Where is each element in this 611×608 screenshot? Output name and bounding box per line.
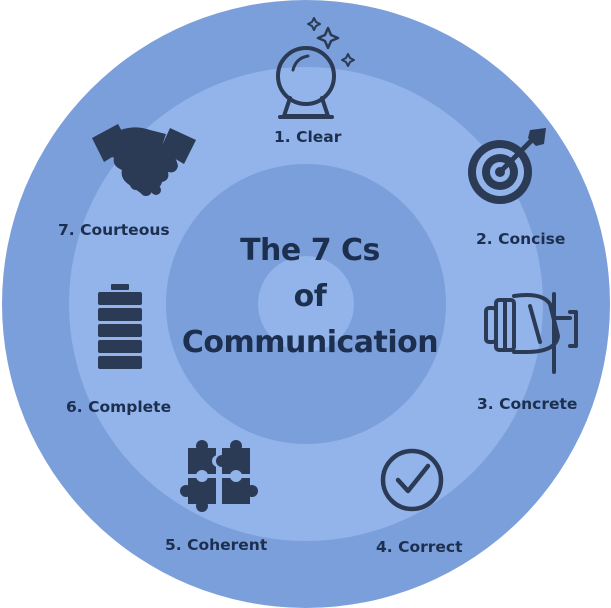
label-coherent: 5. Coherent (165, 536, 268, 554)
battery-full-icon (98, 284, 142, 369)
title-line-2: of (293, 279, 327, 314)
label-concrete: 3. Concrete (477, 395, 578, 413)
label-courteous: 7. Courteous (58, 221, 170, 239)
crystal-ball-icon (276, 17, 355, 119)
core-circle (258, 256, 354, 352)
cement-mixer-icon (484, 292, 578, 374)
label-clear: 1. Clear (274, 128, 342, 146)
label-concise: 2. Concise (476, 230, 566, 248)
check-circle-icon (380, 448, 444, 512)
title-line-3: Communication (181, 325, 439, 360)
label-complete: 6. Complete (66, 398, 172, 416)
diagram-title: The 7 Cs of Communication (180, 228, 440, 366)
target-icon (468, 128, 546, 204)
puzzle-icon (180, 440, 258, 512)
handshake-icon (92, 124, 196, 196)
label-correct: 4. Correct (376, 538, 463, 556)
title-line-1: The 7 Cs (240, 233, 380, 268)
